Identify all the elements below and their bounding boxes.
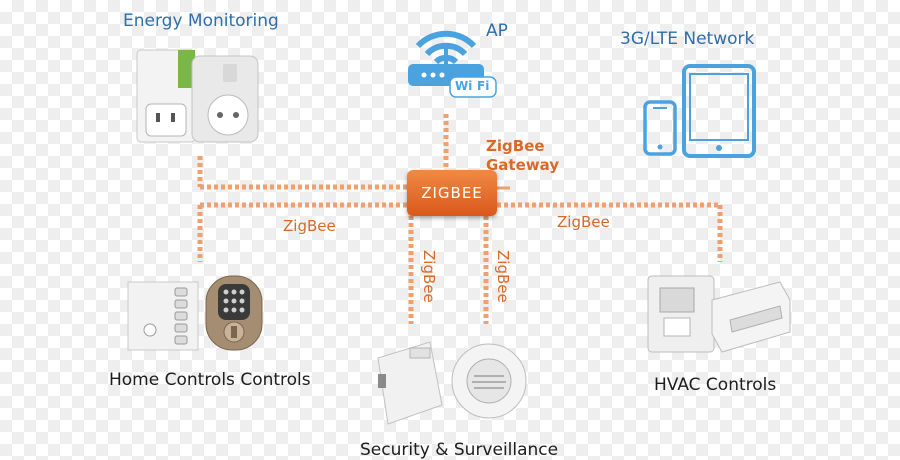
zigbee-link-label-left: ZigBee [283,217,336,235]
zigbee-gateway-box: ZIGBEE [407,170,497,216]
security-surveillance-label: Security & Surveillance [360,440,559,460]
lte-network-label: 3G/LTE Network [620,29,755,49]
hvac-controls-label: HVAC Controls [654,375,777,395]
zigbee-link-label-vertical-right: ZigBee [494,250,512,303]
zigbee-link-label-vertical-left: ZigBee [420,250,438,303]
energy-monitoring-label: Energy Monitoring [123,11,279,31]
zigbee-link-label-right: ZigBee [557,213,610,231]
gateway-label-line1: ZigBee [486,137,545,155]
ap-label: AP [486,21,508,41]
home-controls-label: Home Controls Controls [109,370,311,390]
wifi-badge-fi: Fi [477,79,490,93]
wifi-badge-wi: Wi [455,79,473,93]
gateway-label-line2: Gateway [486,156,560,174]
